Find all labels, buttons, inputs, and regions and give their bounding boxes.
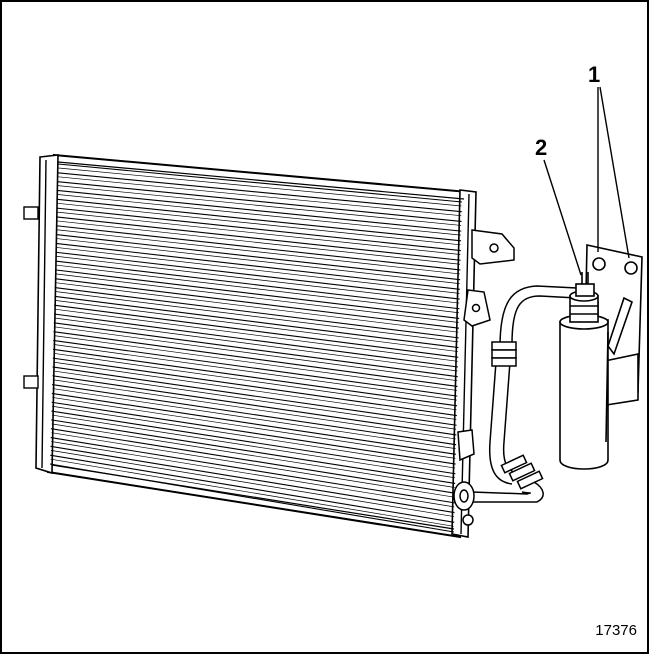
- fin-line: [57, 163, 463, 203]
- fin-line: [51, 401, 456, 465]
- fin-line: [56, 225, 461, 271]
- callout-label-1: 1: [588, 62, 601, 87]
- fin-line: [50, 436, 455, 504]
- fin-line: [56, 207, 461, 252]
- callout-leaders: [543, 86, 630, 276]
- figure-number: 17376: [595, 622, 637, 639]
- fin-line: [55, 242, 460, 290]
- fin-line-inner: [50, 458, 454, 527]
- fin-line-inner: [57, 211, 461, 255]
- fin-line-inner: [54, 326, 458, 382]
- fin-line: [55, 269, 460, 320]
- fin-line: [55, 260, 460, 310]
- fin-line: [50, 428, 456, 494]
- fin-line: [52, 348, 458, 407]
- dryer-canister: [559, 244, 643, 470]
- fin-line: [57, 189, 462, 232]
- fin-line-inner: [58, 167, 462, 207]
- fin-line: [53, 322, 458, 378]
- fin-line-inner: [51, 423, 455, 488]
- fin-line-inner: [51, 414, 455, 479]
- fin-line: [49, 463, 455, 533]
- fin-line: [53, 313, 459, 368]
- callout-label-2: 2: [535, 135, 548, 160]
- fin-line-inner: [55, 291, 459, 343]
- fin-line: [52, 357, 457, 417]
- fin-line: [50, 445, 455, 514]
- fin-line: [52, 375, 457, 436]
- fin-line-inner: [51, 432, 455, 498]
- fin-line-inner: [50, 450, 455, 517]
- fin-line-inner: [57, 202, 461, 246]
- fin-line: [54, 278, 460, 329]
- fin-line-inner: [52, 388, 456, 449]
- fin-line-inner: [56, 229, 460, 275]
- condenser-brackets: [457, 229, 515, 462]
- fin-line-inner: [57, 185, 462, 226]
- fin-line-inner: [51, 441, 455, 508]
- fin-line-inner: [54, 308, 458, 362]
- fin-line-inner: [55, 282, 459, 333]
- fin-line: [57, 181, 462, 222]
- fin-line: [51, 410, 456, 475]
- fin-line: [53, 331, 458, 387]
- fin-line-inner: [53, 335, 458, 391]
- fin-line: [56, 234, 461, 281]
- fin-line-inner: [55, 273, 459, 323]
- fin-line: [57, 198, 462, 242]
- fin-line-inner: [52, 405, 456, 469]
- fin-line-inner: [56, 255, 460, 304]
- fin-line-inner: [57, 194, 461, 236]
- fin-line-inner: [55, 264, 459, 314]
- fin-line-inner: [58, 176, 462, 217]
- fin-line: [53, 339, 458, 397]
- condenser-fins: [49, 163, 463, 533]
- fin-line: [51, 419, 456, 485]
- fin-line-inner: [53, 361, 457, 420]
- fin-line-inner: [52, 397, 456, 459]
- fin-line: [54, 286, 459, 339]
- fin-line-inner: [53, 344, 457, 401]
- fin-line-inner: [56, 247, 460, 294]
- fin-line-inner: [57, 220, 461, 265]
- fin-line-inner: [53, 352, 457, 411]
- fin-line: [50, 454, 455, 523]
- fin-line-inner: [56, 238, 460, 284]
- fin-line-inner: [52, 379, 456, 440]
- fin-line: [51, 392, 456, 455]
- fin-line: [54, 304, 459, 358]
- fin-line: [56, 216, 461, 261]
- refrigerant-hose: [453, 285, 578, 526]
- fin-line-inner: [54, 300, 459, 352]
- fin-line: [54, 295, 459, 349]
- fin-line: [55, 251, 460, 300]
- fin-line: [52, 384, 457, 446]
- fin-line: [57, 172, 462, 213]
- fin-line-inner: [54, 317, 458, 372]
- fin-line: [52, 366, 457, 426]
- fin-line-inner: [53, 370, 457, 430]
